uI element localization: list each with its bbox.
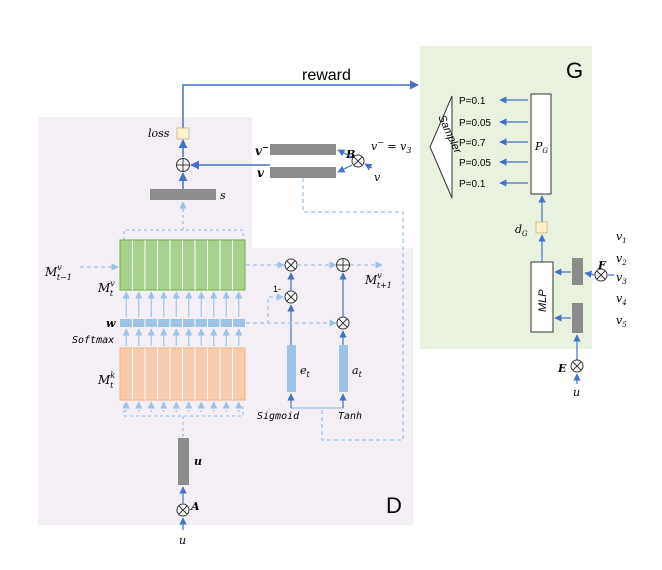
w-label: w (106, 317, 116, 330)
loss-sum-node (176, 158, 190, 172)
at-label: at (352, 364, 363, 379)
a-multiply-node (176, 503, 190, 517)
vinput-to-b-arrow (364, 163, 373, 171)
panel-g-label: G (566, 58, 583, 83)
v-input-label: v (374, 171, 381, 184)
probability-label: P=0.1 (459, 96, 486, 107)
loss-node (176, 127, 190, 140)
u-bar (178, 438, 189, 485)
s-label: s (220, 189, 226, 202)
e-multiply-node (570, 359, 584, 373)
tanh-label: Tanh (338, 411, 362, 422)
one-minus-multiply-node (284, 290, 298, 304)
pg-box (530, 93, 552, 195)
reward-arrow (182, 80, 419, 128)
probability-label: P=0.05 (459, 118, 491, 129)
memory-key-block (119, 347, 246, 401)
v-to-gates-dashed (302, 178, 404, 441)
f-to-bar-arrow (584, 270, 596, 278)
v4-label: v4 (616, 292, 627, 307)
et-bar (287, 345, 296, 392)
erase-multiply-node (284, 258, 298, 272)
u-to-key-dashed (123, 404, 244, 438)
mlp-box (530, 261, 554, 333)
dg-node (535, 221, 548, 234)
u-input-label: u (179, 534, 186, 547)
probability-label: P=0.7 (459, 138, 486, 149)
e-input-bar (572, 303, 583, 333)
sampler-triangle (429, 95, 453, 199)
v1-label: v1 (616, 230, 627, 245)
probability-label: P=0.05 (459, 158, 491, 169)
v-equation-label: v− = v3 (371, 138, 411, 155)
add-sum-node (336, 258, 350, 272)
probability-label: P=0.1 (459, 179, 486, 190)
panel-d-label: D (386, 493, 402, 518)
b-multiply-node (351, 154, 365, 168)
u-bar-label: u (194, 455, 202, 468)
v-bar (270, 167, 336, 178)
v-minus-label: v− (255, 142, 269, 158)
panel-g-background (420, 46, 592, 349)
e-label: E (557, 362, 567, 375)
weight-bar (120, 319, 245, 327)
b-to-v-arrow (337, 164, 353, 173)
softmax-label: Softmax (72, 335, 114, 346)
s-bar (150, 189, 216, 200)
v-minus-bar (270, 144, 336, 155)
pg-label: PG (534, 140, 548, 155)
memory-value-block (119, 239, 246, 291)
et-label: et (300, 364, 311, 379)
loss-label: loss (148, 127, 170, 140)
add-multiply-node (336, 316, 350, 330)
v-label: v (257, 166, 265, 180)
u-e-label: u (573, 386, 580, 399)
b-label: B (345, 148, 355, 161)
a-label: A (190, 500, 200, 513)
v3-label: v3 (616, 271, 627, 286)
f-label: F (597, 259, 607, 272)
v5-label: v5 (616, 314, 627, 329)
memory-to-s-dashed (123, 203, 244, 240)
b-to-vminus-arrow (337, 149, 353, 158)
reward-label: reward (302, 67, 351, 84)
f-input-bar (572, 258, 583, 285)
mlp-label: MLP (537, 289, 549, 312)
v2-label: v2 (616, 252, 627, 267)
one-minus-label: 1- (273, 284, 281, 294)
sigmoid-label: Sigmoid (257, 411, 300, 422)
dg-label: dG (515, 223, 528, 238)
f-multiply-node (594, 268, 608, 282)
at-bar (339, 345, 348, 392)
